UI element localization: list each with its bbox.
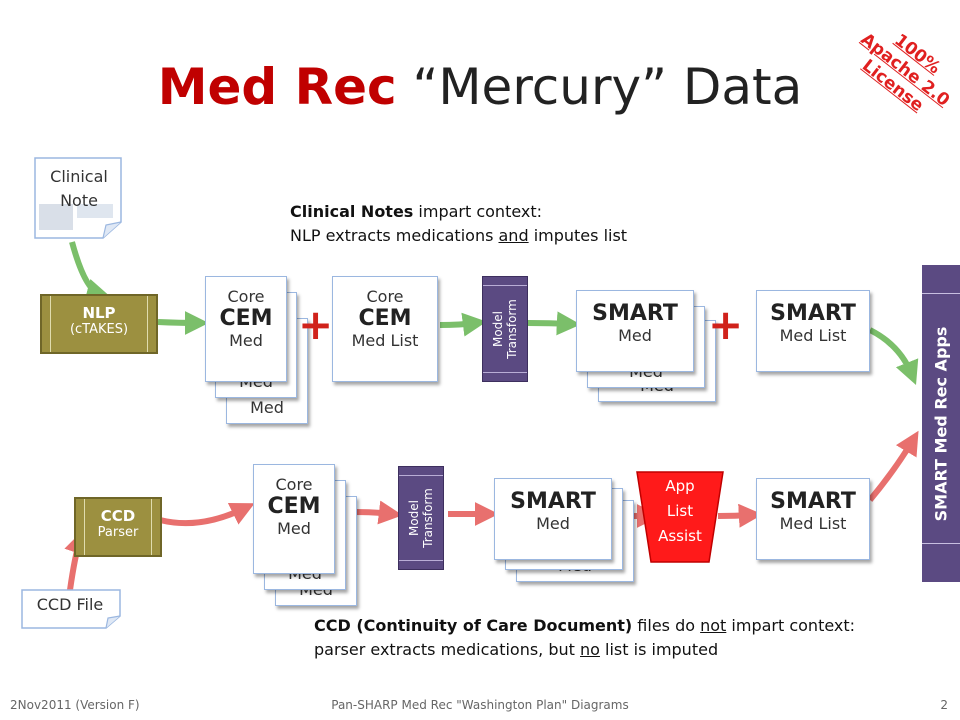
card-main: CEM	[358, 306, 412, 331]
card-main: SMART	[770, 301, 856, 326]
caption-text: impart context:	[726, 616, 856, 635]
arrow-transform-to-smart	[527, 311, 581, 336]
nlp-title: NLP	[82, 304, 116, 322]
page-title: Med Rec “Mercury” Data	[0, 58, 960, 116]
smart-med-list-card-bottom: SMART Med List	[756, 478, 870, 560]
card-line: Core	[366, 287, 404, 306]
caption-text: parser extracts medications, but	[314, 640, 581, 659]
card-main: CEM	[219, 306, 273, 331]
caption-text: impart context:	[413, 202, 543, 221]
smart-med-card-bottom: SMART Med	[494, 478, 612, 560]
caption-bold: CCD (Continuity of Care Document)	[314, 616, 633, 635]
card-main: SMART	[770, 489, 856, 514]
clinical-note-line: Clinical	[50, 167, 108, 186]
app-assist-line: App	[665, 477, 695, 495]
model-transform-top: Model Transform	[482, 276, 528, 382]
clinical-notes-caption: Clinical Notes impart context: NLP extra…	[290, 200, 627, 248]
card-line: Med	[277, 519, 311, 538]
smart-med-list-card: SMART Med List	[756, 290, 870, 372]
caption-bold: Clinical Notes	[290, 202, 414, 221]
arrow-cem-to-transform	[354, 500, 403, 525]
card-line: Med	[536, 514, 570, 533]
core-cem-med-card-bottom: Core CEM Med	[253, 464, 335, 574]
smart-apps-label: SMART Med Rec Apps	[931, 326, 951, 521]
card-line: Core	[275, 475, 313, 494]
model-transform-bottom: Model Transform	[398, 466, 444, 570]
clinical-note-doc	[34, 157, 122, 239]
app-list-assist-shape	[636, 471, 724, 563]
footer-date: 2Nov2011 (Version F)	[10, 698, 140, 712]
arrow-nlp-to-cem	[157, 310, 209, 335]
nlp-box: NLP (cTAKES)	[40, 294, 158, 354]
stack-card-label: Med	[250, 398, 284, 417]
card-line: Med List	[779, 326, 847, 345]
smart-med-rec-apps: SMART Med Rec Apps	[922, 265, 960, 582]
plus-sign: +	[708, 300, 744, 349]
caption-text: NLP extracts medications	[290, 226, 499, 245]
smart-med-card: SMART Med	[576, 290, 694, 372]
clinical-note-label: Clinical Note	[35, 165, 123, 213]
caption-text: files do	[632, 616, 701, 635]
card-line: Core	[227, 287, 265, 306]
footer-page-number: 2	[940, 698, 948, 712]
card-main: CEM	[267, 494, 321, 519]
caption-text: list is imputed	[599, 640, 719, 659]
core-cem-med-list-card: Core CEM Med List	[332, 276, 438, 382]
app-assist-line: List	[666, 502, 694, 520]
arrow-parser-to-cem	[159, 503, 255, 527]
footer-title: Pan-SHARP Med Rec "Washington Plan" Diag…	[331, 698, 629, 712]
model-transform-label: Model Transform	[491, 299, 519, 359]
app-list-assist: App List Assist	[635, 470, 725, 565]
card-line: Med List	[351, 331, 419, 350]
card-line: Med	[229, 331, 263, 350]
caption-underline: no	[580, 640, 600, 659]
clinical-note-line: Note	[60, 191, 98, 210]
caption-underline: and	[498, 226, 529, 245]
ccd-parser-title: CCD	[100, 507, 136, 525]
ccd-file-doc	[21, 589, 121, 629]
core-cem-med-card: Core CEM Med	[205, 276, 287, 382]
arrow-note-to-nlp	[69, 241, 111, 303]
ccd-parser-sub: Parser	[97, 525, 139, 540]
nlp-sub: (cTAKES)	[69, 322, 129, 337]
ccd-file-label: CCD File	[36, 595, 104, 614]
model-transform-label: Model Transform	[407, 488, 435, 548]
card-main: SMART	[592, 301, 678, 326]
app-assist-line: Assist	[658, 527, 702, 545]
ccd-caption: CCD (Continuity of Care Document) files …	[314, 614, 855, 662]
plus-sign: +	[298, 300, 334, 349]
card-line: Med	[618, 326, 652, 345]
arrow-smartlist-to-apps	[868, 327, 919, 386]
ccd-parser-box: CCD Parser	[74, 497, 162, 557]
card-line: Med List	[779, 514, 847, 533]
arrow-assist-to-list	[717, 503, 763, 528]
caption-text: imputes list	[528, 226, 628, 245]
arrow-list-to-apps	[867, 430, 919, 502]
caption-underline: not	[700, 616, 727, 635]
arrow-cemlist-to-transform	[439, 312, 487, 337]
title-highlight: Med Rec	[157, 58, 397, 116]
title-rest: “Mercury” Data	[396, 58, 803, 116]
card-main: SMART	[510, 489, 596, 514]
